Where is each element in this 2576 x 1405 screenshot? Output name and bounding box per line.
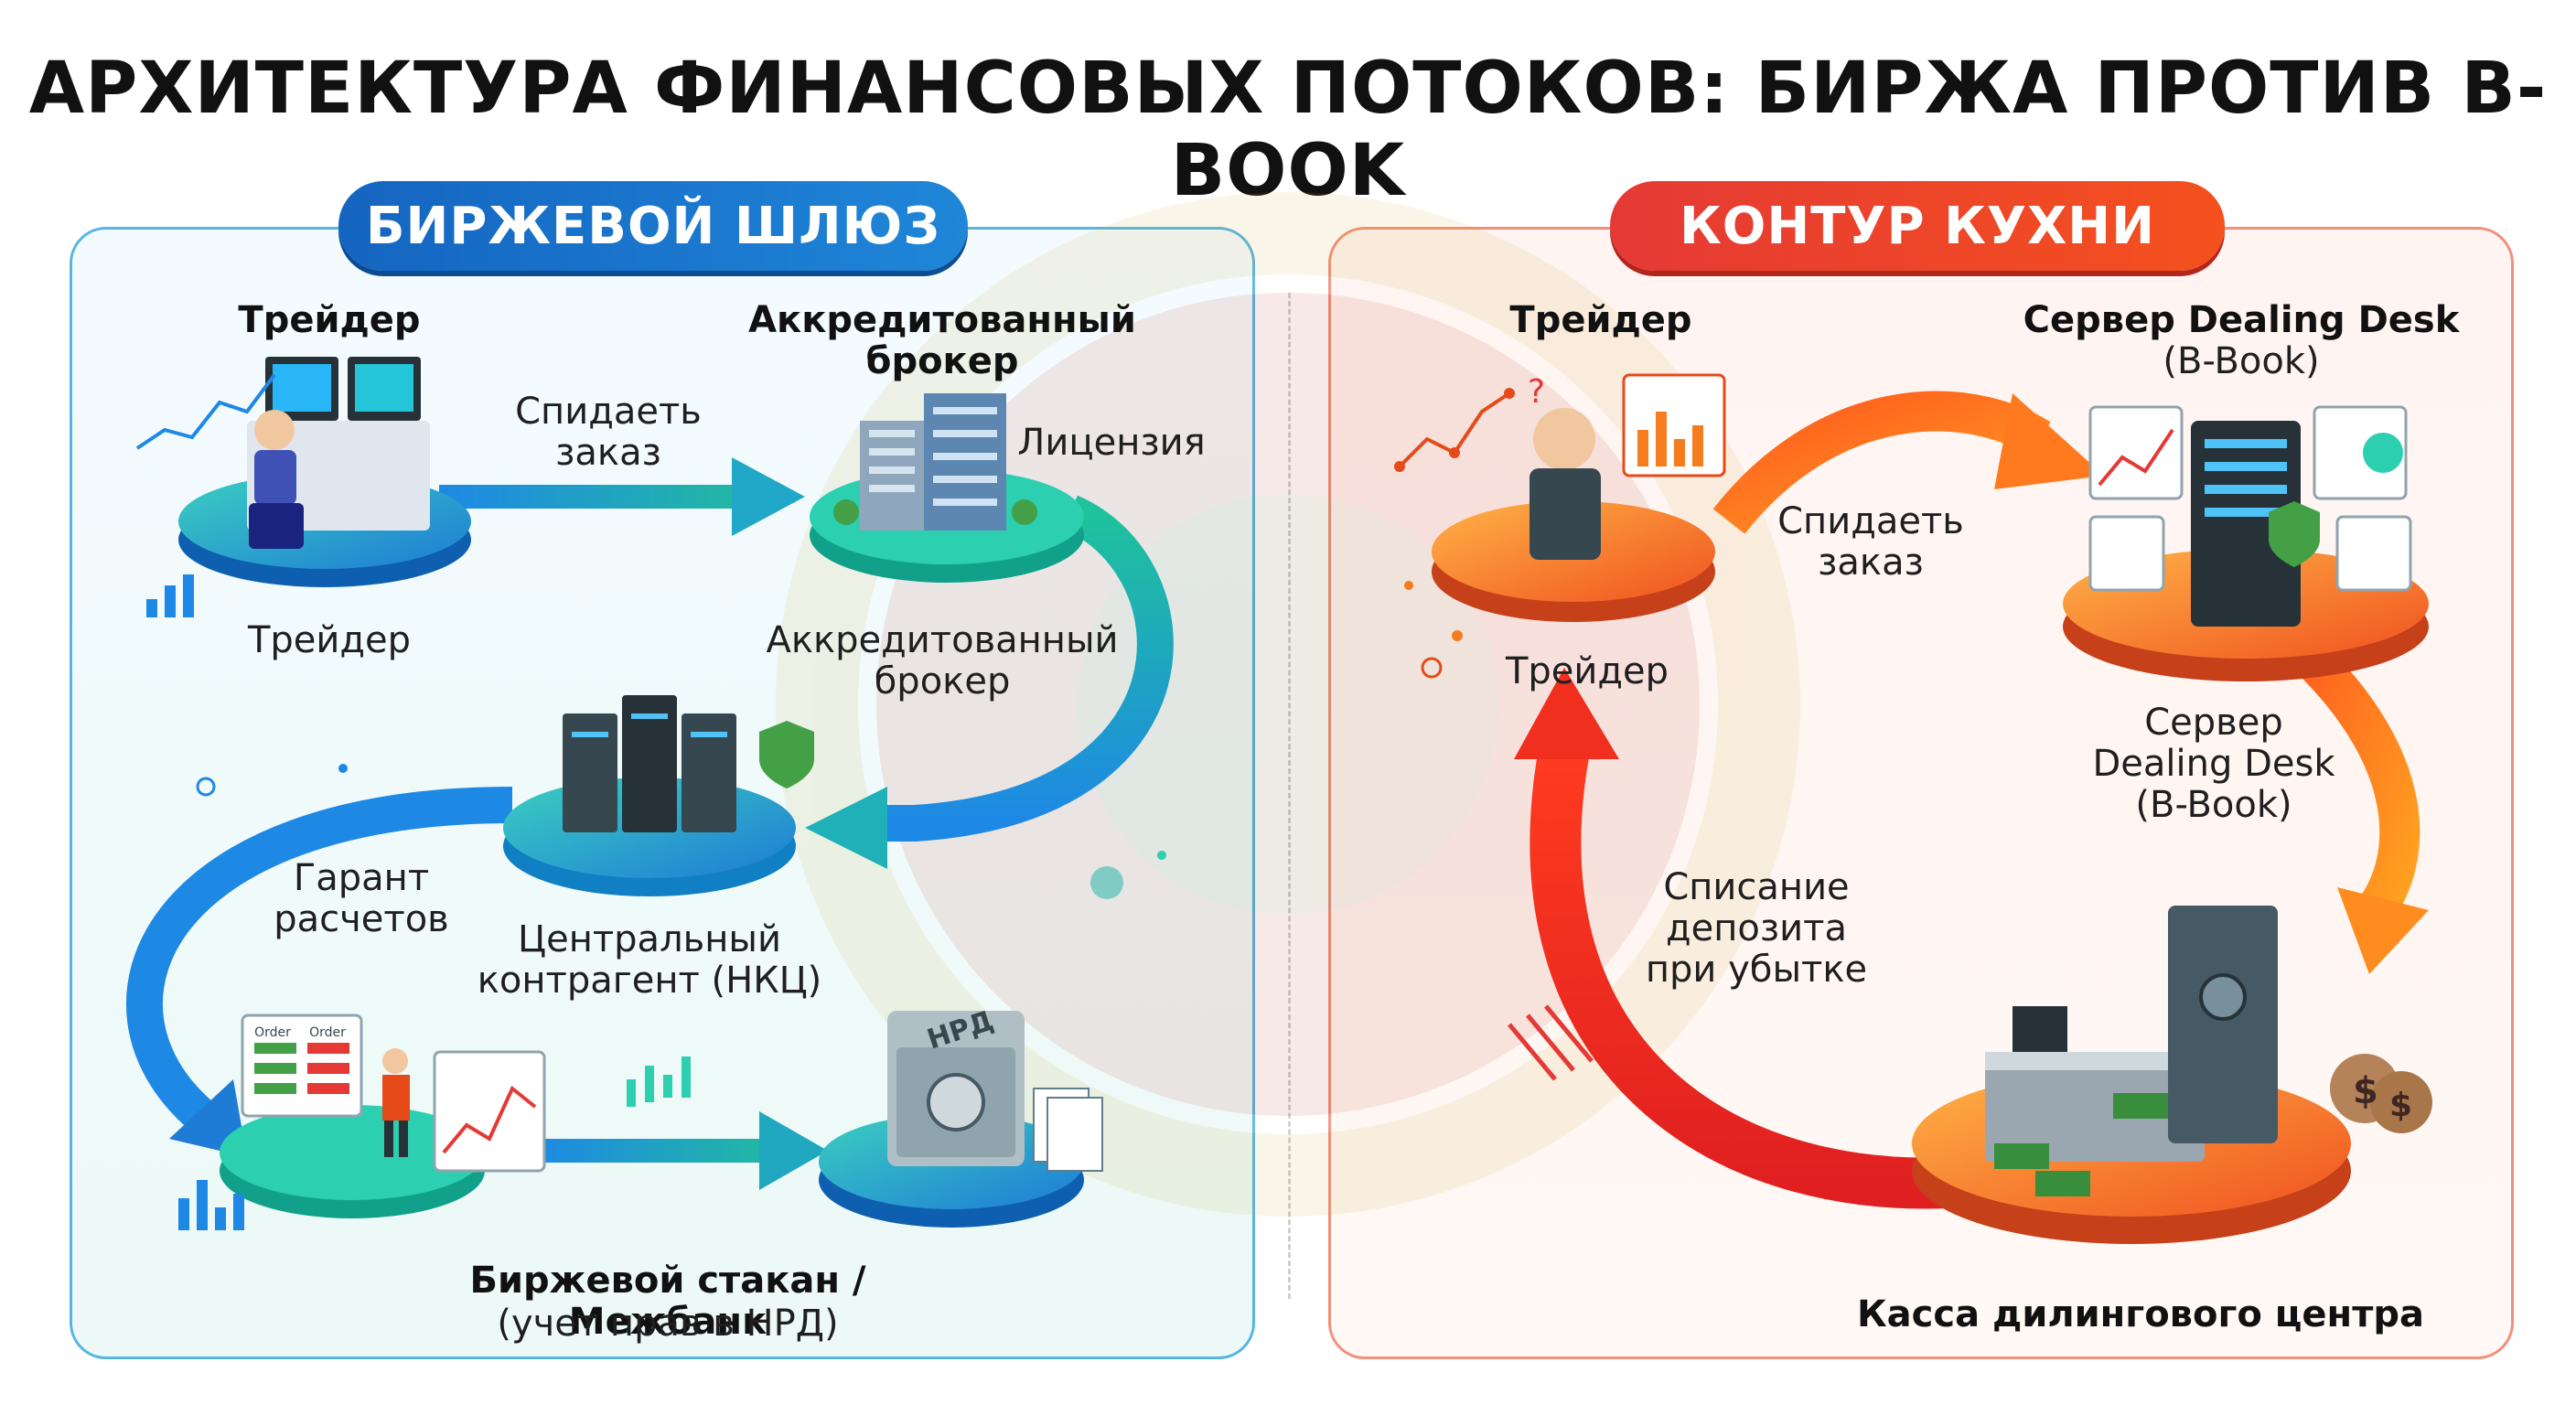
exchange-orderbook-label: Биржевой стакан / Межбанк [469,1260,866,1343]
nrd-platform [819,1011,1103,1228]
cashdesk-platform: $ $ [1912,906,2432,1244]
arrow-server-to-cashdesk [2278,625,2429,974]
order-tag-ask: Order [309,1025,346,1040]
bbook-trader-label: Трейдер [1505,650,1669,692]
exchange-trader-label: Трейдер [247,619,412,661]
exchange-license-label: Лицензия [1017,422,1206,464]
exchange-ccp-label: Центральный контрагент (НКЦ) [477,918,822,1002]
exchange-order-label: Спидаеть заказ [515,391,702,474]
trader-platform-right: ? [1432,373,1726,622]
svg-text:?: ? [1528,373,1545,411]
arrow-trader-to-server [1712,391,2104,534]
bbook-trader-title: Трейдер [1509,299,1692,341]
bbook-cashdesk-label: Касса дилингового центра [1856,1293,2425,1335]
arrow-orderbook-to-nrd [531,1111,828,1190]
bbook-server-subtitle: (B-Book) [2163,340,2320,382]
exchange-trader-title: Трейдер [238,299,421,341]
page-title: АРХИТЕКТУРА ФИНАНСОВЫХ ПОТОКОВ: БИРЖА ПР… [28,48,2548,212]
arrow-cashdesk-to-trader [1514,668,1988,1209]
left-decorations [135,373,1166,1230]
exchange-broker-title: Аккредитованный брокер [748,299,1136,382]
exchange-guarantee-label: Гарант расчетов [274,857,449,940]
watermark-logo [776,192,1800,1217]
orderbook-platform [220,1014,546,1218]
server-platform [2063,405,2429,681]
trader-platform-left [178,357,471,587]
svg-text:$: $ [2353,1070,2378,1112]
order-tag-bid: Order [254,1025,291,1040]
bbook-server-label: Сервер Dealing Desk (B-Book) [2092,702,2335,826]
bbook-header: КОНТУР КУХНИ [1610,181,2225,271]
bbook-writeoff-label: Списание депозита при убытке [1645,866,1868,991]
svg-text:$: $ [2389,1087,2412,1124]
exchange-orderbook-sub: (учет прав в НРД) [497,1303,839,1345]
exchange-broker-label: Аккредитованный брокер [766,619,1119,702]
panel-divider [1288,293,1291,1299]
arrow-trader-to-broker [439,457,805,536]
bbook-order-label: Спидаеть заказ [1777,500,1964,584]
ccp-platform [503,695,814,896]
arrow-broker-to-ccp [805,495,1174,869]
exchange-header: БИРЖЕВОЙ ШЛЮЗ [338,181,968,271]
broker-platform [810,393,1084,583]
right-decorations [1394,388,1594,1081]
bbook-server-title: Сервер Dealing Desk [2023,299,2460,341]
